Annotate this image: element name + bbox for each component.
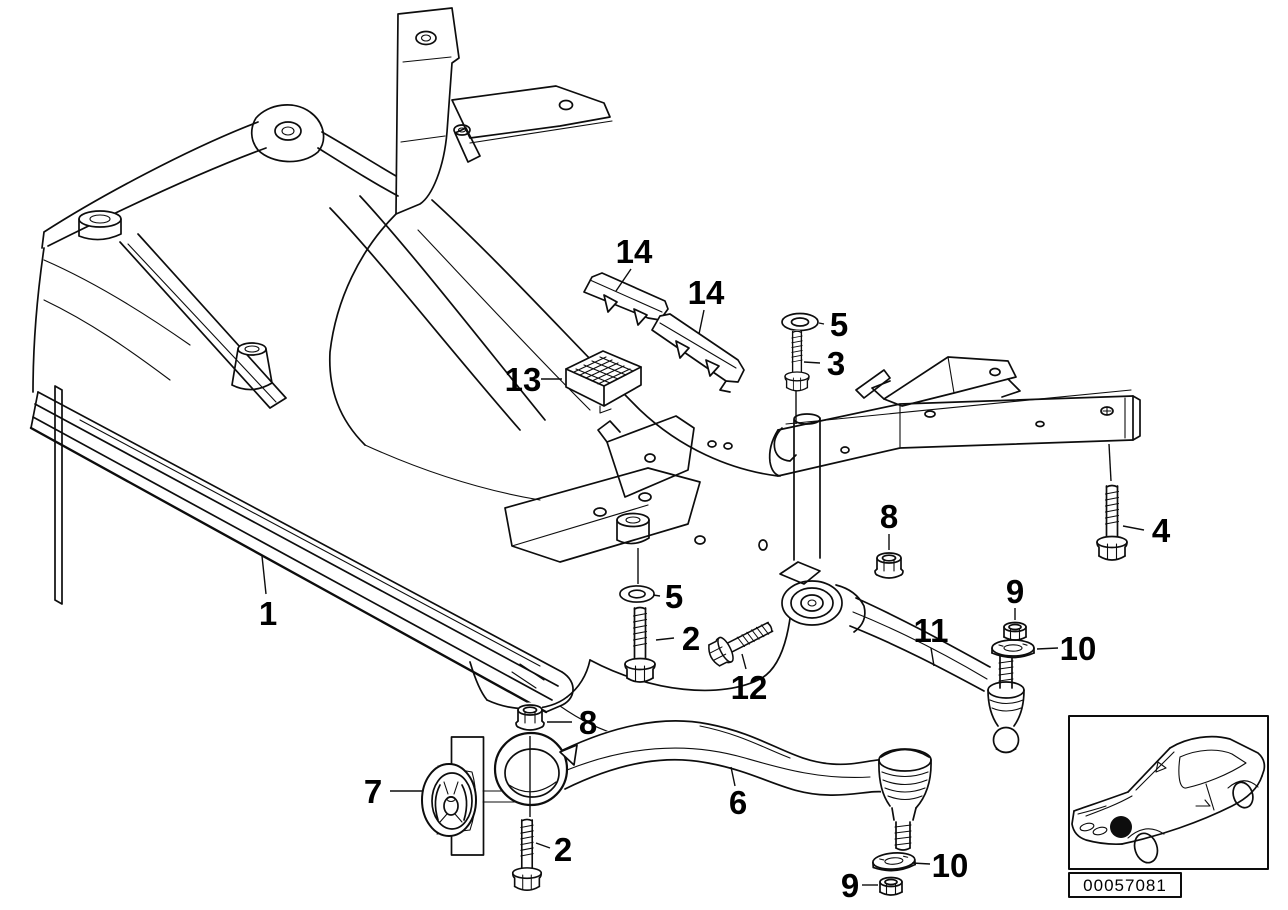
callout-10-lower: 10 — [932, 847, 969, 884]
car-location-inset: 00057081 — [1068, 715, 1269, 898]
bolt-2-lower — [511, 817, 543, 892]
image-number: 00057081 — [1083, 876, 1167, 895]
callout-2-lower: 2 — [554, 831, 572, 868]
wishbone-part6 — [493, 719, 932, 853]
bolt-2-upper — [623, 605, 657, 683]
callout-10-upper: 10 — [1060, 630, 1097, 667]
rubber-pad-13 — [565, 350, 642, 414]
callout-leader-14-right — [698, 309, 705, 335]
callout-13: 13 — [505, 361, 542, 398]
callout-5-upper: 5 — [830, 306, 848, 343]
callout-leader-14-left — [615, 268, 632, 292]
callout-leader-2-lower — [535, 842, 551, 849]
callout-11: 11 — [914, 612, 949, 649]
callout-leader-5-upper — [818, 322, 825, 325]
front-axle-support-part1 — [29, 7, 1141, 737]
callout-8-left: 8 — [579, 704, 597, 741]
nut-9-upper — [1003, 619, 1027, 641]
nut-9-lower — [879, 874, 903, 896]
callout-leader-10-lower — [911, 862, 931, 865]
callout-3: 3 — [827, 345, 845, 382]
callout-8-right: 8 — [880, 498, 898, 535]
washer-10-upper — [991, 639, 1035, 659]
callout-5-lower: 5 — [665, 578, 683, 615]
callout-7: 7 — [364, 773, 382, 810]
callout-4: 4 — [1152, 512, 1171, 549]
callout-14-left: 14 — [616, 233, 653, 270]
buffer-strip-14-left — [583, 272, 669, 326]
assembly-axis-lines — [529, 391, 1112, 817]
callout-12: 12 — [731, 669, 768, 706]
washer-10-lower — [871, 850, 917, 873]
callout-leader-4 — [1122, 525, 1145, 531]
buffer-strip-14-right — [651, 313, 745, 393]
callout-leader-1 — [261, 555, 267, 595]
callout-9-lower: 9 — [841, 867, 859, 904]
nut-8-left — [515, 701, 545, 731]
bolt-12 — [703, 612, 780, 671]
hydro-bushing-part7 — [421, 763, 477, 837]
callout-9-upper: 9 — [1006, 573, 1024, 610]
callout-leader-2-upper — [655, 637, 675, 641]
bolt-4 — [1095, 483, 1129, 561]
callout-2-upper: 2 — [682, 620, 700, 657]
callout-14-right: 14 — [688, 274, 725, 311]
callout-leader-5-lower — [652, 594, 661, 597]
callout-leader-6 — [730, 766, 736, 787]
bolt-3 — [783, 329, 811, 392]
callout-leader-12 — [741, 653, 747, 670]
image-number-box — [1068, 872, 1182, 898]
callout-leader-10-upper — [1036, 647, 1059, 650]
callout-1: 1 — [259, 595, 277, 632]
callout-leader-3 — [803, 361, 821, 364]
nut-8-right — [874, 549, 904, 579]
car-outline — [1071, 735, 1266, 864]
callout-leader-11 — [930, 647, 935, 667]
callout-6: 6 — [729, 784, 747, 821]
washer-5-lower — [619, 585, 655, 603]
washer-5-upper — [781, 312, 819, 332]
location-marker-dot — [1110, 816, 1132, 838]
tension-strut-part11 — [777, 559, 1027, 754]
